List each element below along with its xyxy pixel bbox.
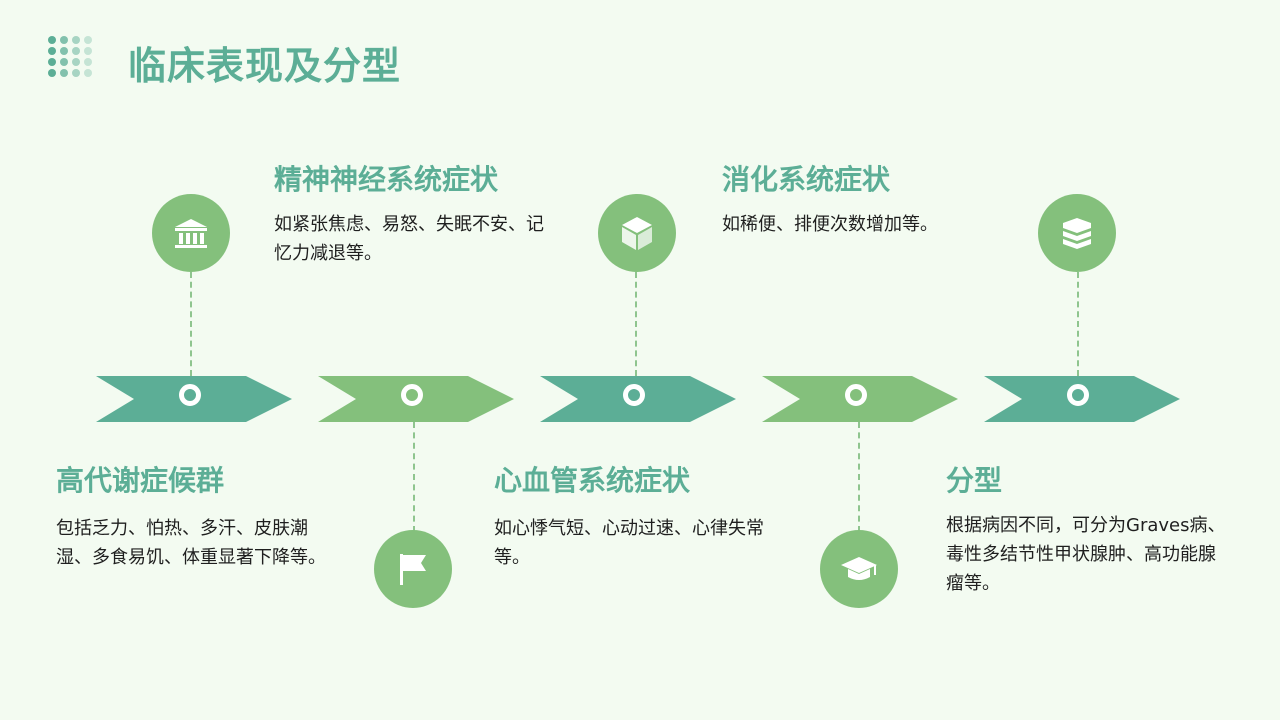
timeline-node-2: [401, 384, 423, 406]
decorative-dot: [48, 58, 56, 66]
timeline-arrow-4: [762, 376, 958, 422]
item-desc-2: 如紧张焦虑、易怒、失眠不安、记忆力减退等。: [274, 214, 544, 264]
bank-icon: [152, 194, 230, 272]
connector-line-4: [858, 422, 860, 532]
timeline-arrow-5: [984, 376, 1180, 422]
item-desc-4: 如稀便、排便次数增加等。: [722, 214, 938, 235]
page-title: 临床表现及分型: [128, 44, 402, 88]
decorative-dot: [72, 58, 80, 66]
timeline-arrow-1: [96, 376, 292, 422]
decorative-dot: [72, 47, 80, 55]
item-desc-3: 如心悸气短、心动过速、心律失常等。: [494, 518, 764, 568]
flag-icon: [374, 530, 452, 608]
decorative-dot: [48, 47, 56, 55]
decorative-dot: [84, 69, 92, 77]
item-desc-1: 包括乏力、怕热、多汗、皮肤潮湿、多食易饥、体重显著下降等。: [56, 518, 326, 568]
decorative-dot: [60, 58, 68, 66]
timeline-node-4: [845, 384, 867, 406]
decorative-dot: [48, 36, 56, 44]
item-desc-5: 根据病因不同，可分为Graves病、毒性多结节性甲状腺肿、高功能腺瘤等。: [946, 515, 1226, 594]
cube-icon: [598, 194, 676, 272]
decorative-dot: [84, 36, 92, 44]
item-heading-3: 心血管系统症状: [494, 464, 691, 497]
timeline-node-5: [1067, 384, 1089, 406]
decorative-dot: [72, 69, 80, 77]
decorative-dot: [60, 69, 68, 77]
graduation-cap-icon: [820, 530, 898, 608]
decorative-dot: [60, 36, 68, 44]
timeline-node-3: [623, 384, 645, 406]
timeline-arrow-2: [318, 376, 514, 422]
connector-line-5: [1077, 272, 1079, 376]
item-heading-1: 高代谢症候群: [56, 464, 225, 497]
decorative-dot-grid: [48, 36, 104, 80]
layers-icon: [1038, 194, 1116, 272]
decorative-dot: [72, 36, 80, 44]
decorative-dot: [60, 47, 68, 55]
connector-line-3: [635, 272, 637, 376]
connector-line-2: [413, 422, 415, 532]
item-heading-5: 分型: [946, 464, 1003, 497]
connector-line-1: [190, 272, 192, 376]
timeline-node-1: [179, 384, 201, 406]
item-heading-4: 消化系统症状: [722, 163, 891, 196]
item-heading-2: 精神神经系统症状: [274, 163, 499, 196]
decorative-dot: [84, 47, 92, 55]
decorative-dot: [48, 69, 56, 77]
timeline-arrow-3: [540, 376, 736, 422]
decorative-dot: [84, 58, 92, 66]
